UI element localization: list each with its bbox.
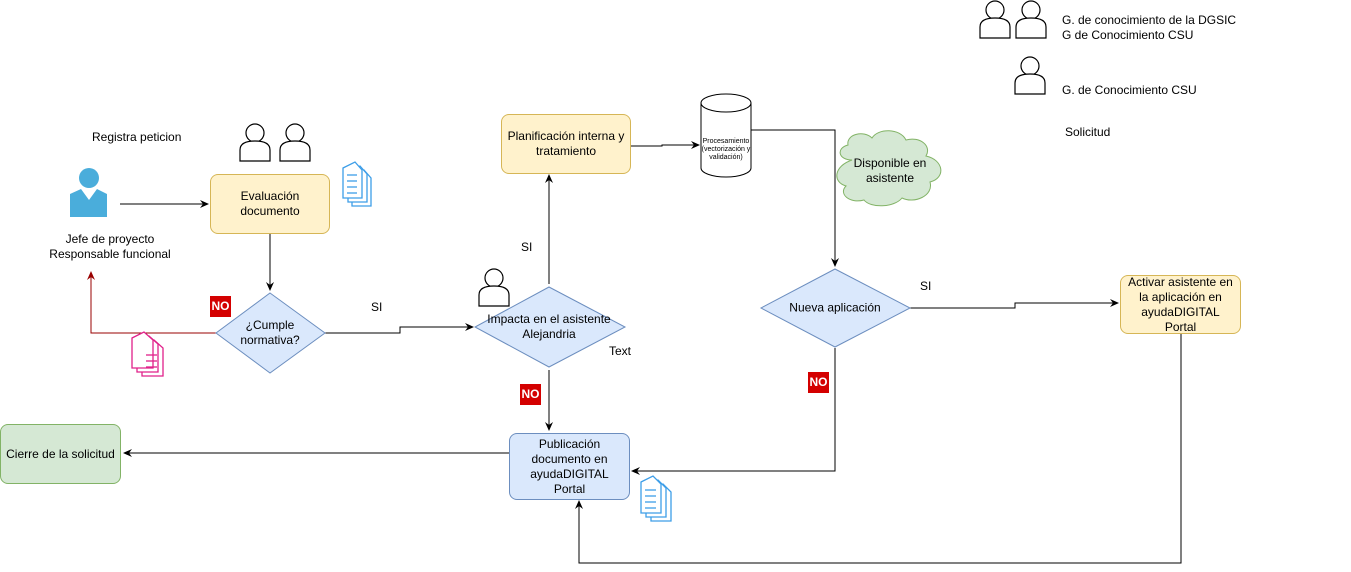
node-publicacion-label: Publicación documento en ayudaDIGITAL Po…: [530, 436, 609, 496]
user-icon: [70, 168, 107, 217]
connector-cumple-si-to-impacta: [325, 323, 474, 334]
node-procesamiento-label: Procesamiento (vectorización y validació…: [701, 138, 751, 161]
node-planificacion-label: Planificación interna y tratamiento: [507, 129, 625, 158]
edge-label-text: Text: [609, 344, 632, 358]
node-cierre-label: Cierre de la solicitud: [6, 446, 115, 461]
person-outline-icon: [979, 0, 1011, 39]
connector-planificacion-to-procesamiento: [631, 141, 700, 149]
person-outline-icon: [279, 123, 311, 162]
node-activar[interactable]: Activar asistente en la aplicación en ay…: [1120, 275, 1241, 334]
edge-label-si-cumple: SI: [371, 300, 383, 314]
node-evaluacion-label: Evaluación documento: [240, 189, 300, 218]
document-stack-icon: [640, 475, 672, 522]
decision-impacta-shape: [473, 286, 627, 368]
legend-group-csu: G. de Conocimiento CSU: [1062, 83, 1197, 97]
actor-name-line1: Jefe de proyecto: [65, 232, 155, 246]
node-evaluacion[interactable]: Evaluación documento: [210, 174, 330, 234]
decision-nueva-shape: [759, 268, 912, 348]
person-outline-icon: [478, 268, 510, 307]
decision-nueva-label[interactable]: Nueva aplicación: [789, 300, 881, 315]
edge-badge-no-impacta: NO: [520, 384, 541, 405]
edge-badge-no-nueva: NO: [808, 372, 829, 393]
actor-name-line2: Responsable funcional: [49, 247, 171, 261]
connector-nueva-si-to-activar: [910, 299, 1119, 309]
actor-registers-label: Registra peticion: [92, 130, 182, 144]
disponible-cloud: [836, 130, 942, 207]
node-cierre[interactable]: Cierre de la solicitud: [0, 424, 121, 484]
legend-group-both-line1: G. de conocimiento de la DGSIC: [1062, 13, 1237, 27]
node-publicacion[interactable]: Publicación documento en ayudaDIGITAL Po…: [509, 433, 630, 500]
edge-label-si-nueva: SI: [920, 279, 932, 293]
person-outline-icon: [1015, 0, 1047, 39]
decision-impacta-label[interactable]: Impacta en el asistente Alejandria: [487, 312, 611, 341]
person-outline-icon: [239, 123, 271, 162]
legend-solicitud: Solicitud: [1065, 125, 1111, 139]
connector-cumple-no-to-actor: [87, 271, 216, 334]
edge-label-si-impacta: SI: [521, 240, 533, 254]
decision-cumple-label[interactable]: ¿Cumple normativa?: [240, 318, 300, 347]
document-stack-icon: [131, 331, 164, 377]
node-planificacion[interactable]: Planificación interna y tratamiento: [501, 114, 631, 174]
node-disponible-label: Disponible en asistente: [853, 156, 927, 185]
document-stack-icon: [342, 161, 372, 207]
decision-cumple-shape: [215, 292, 326, 374]
connector-procesamiento-to-nueva: [751, 129, 839, 267]
procesamiento-cylinder: [700, 93, 752, 178]
person-outline-icon: [1014, 56, 1046, 95]
edge-badge-no-cumple: NO: [210, 296, 231, 317]
node-activar-label: Activar asistente en la aplicación en ay…: [1128, 274, 1233, 334]
legend-group-both-line2: G de Conocimiento CSU: [1062, 28, 1194, 42]
connector-nueva-no-to-publicacion: [631, 348, 836, 475]
connector-activar-to-publicacion: [575, 334, 1182, 564]
